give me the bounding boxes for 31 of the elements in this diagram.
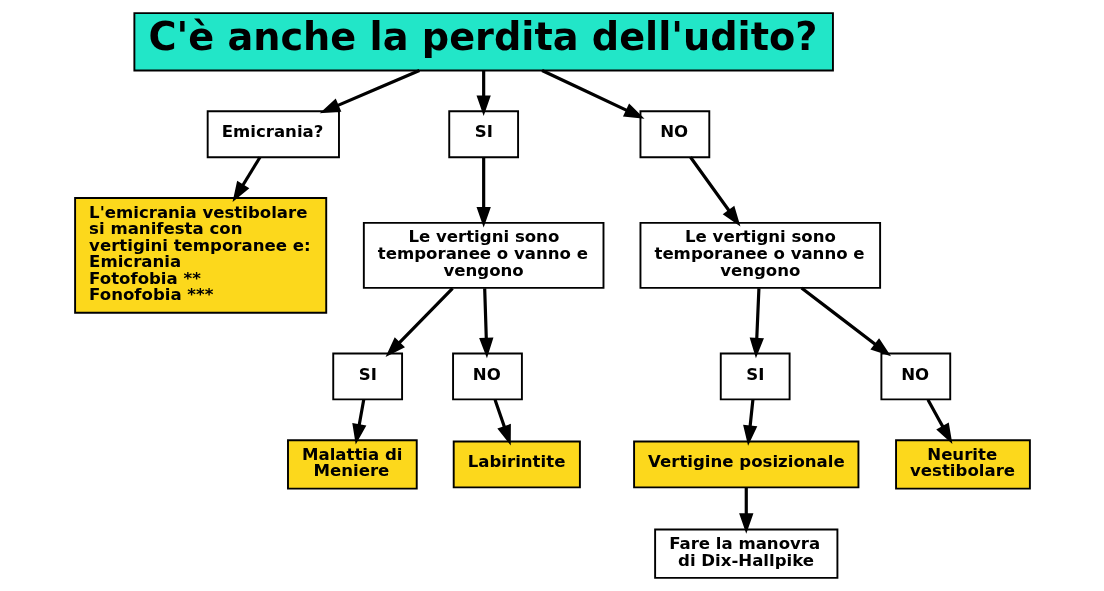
node-box: Le vertigni sono temporanee o vanno e vengono bbox=[362, 221, 604, 289]
node-box: Malattia di Meniere bbox=[286, 439, 418, 490]
arrow bbox=[232, 156, 261, 202]
arrow bbox=[742, 399, 757, 446]
node-box: Emicrania? bbox=[206, 110, 340, 159]
arrow bbox=[800, 286, 891, 357]
node-box: Le vertigni sono temporanee o vanno e vengono bbox=[639, 221, 881, 289]
arrow bbox=[926, 398, 952, 444]
node-box: NO bbox=[451, 352, 523, 401]
node-box: SI bbox=[331, 352, 403, 401]
arrow bbox=[319, 69, 420, 114]
arrow bbox=[749, 288, 764, 359]
arrow bbox=[493, 399, 511, 446]
node-box: Labirintite bbox=[452, 440, 581, 489]
node-box: NO bbox=[639, 110, 710, 159]
node-box: Fare la manovra di Dix-Hallpike bbox=[653, 528, 838, 579]
arrow bbox=[478, 288, 493, 359]
arrow bbox=[540, 69, 645, 119]
arrow bbox=[476, 157, 491, 228]
node-box: Vertigine posizionale bbox=[632, 440, 859, 489]
node-box: L'emicrania vestibolare si manifesta con vertigini temporanee e: Emicrania Fotofobia ** Fonofobia *** bbox=[73, 197, 327, 314]
arrow bbox=[385, 287, 454, 357]
node-box: SI bbox=[447, 110, 519, 159]
arrow bbox=[688, 156, 740, 227]
arrow bbox=[351, 399, 366, 445]
arrow bbox=[476, 70, 491, 116]
node-box: NO bbox=[879, 352, 951, 401]
node-box: SI bbox=[719, 352, 791, 401]
node-box: Neurite vestibolare bbox=[894, 439, 1031, 490]
node-box: C'è anche la perdita dell'udito? bbox=[132, 12, 834, 72]
arrow bbox=[738, 487, 753, 534]
